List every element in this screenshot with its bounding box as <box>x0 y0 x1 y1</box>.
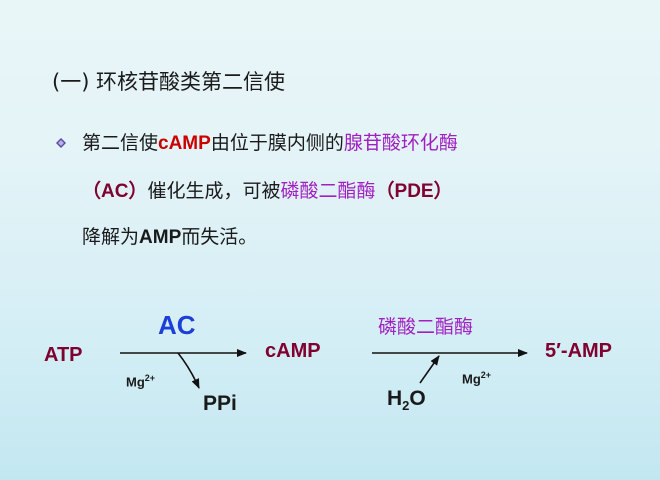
bullet-line-2: （AC）催化生成，可被磷酸二酯酶（PDE） <box>82 180 453 202</box>
camp-label: cAMP <box>265 340 321 362</box>
bullet-line-3: 降解为AMP而失活。 <box>82 226 258 248</box>
pde-acronym: PDE <box>394 181 434 202</box>
diamond-bullet-icon <box>56 138 66 148</box>
mg-cofactor-2: Mg2+ <box>462 370 492 387</box>
atp-label: ATP <box>44 344 83 366</box>
phosphodiesterase-term: 磷酸二酯酶 <box>280 180 376 202</box>
ac-acronym: AC <box>101 181 129 202</box>
water-label: H2O <box>387 387 426 414</box>
camp-term: cAMP <box>158 133 211 154</box>
mg-cofactor-1: Mg2+ <box>126 373 156 390</box>
five-prime-amp-label: 5′-AMP <box>545 340 613 362</box>
adenylate-cyclase-term: 腺苷酸环化酶 <box>343 132 458 154</box>
ppi-label: PPi <box>203 392 237 415</box>
bullet-line-1: 第二信使cAMP由位于膜内侧的腺苷酸环化酶 <box>82 132 458 154</box>
water-input-arrow <box>419 355 440 384</box>
ac-enzyme-label: AC <box>158 310 196 340</box>
amp-term: AMP <box>139 227 182 248</box>
ppi-release-arrow <box>177 352 200 389</box>
slide-title: (一) 环核苷酸类第二信使 <box>52 70 286 94</box>
pde-enzyme-label: 磷酸二酯酶 <box>378 316 474 338</box>
